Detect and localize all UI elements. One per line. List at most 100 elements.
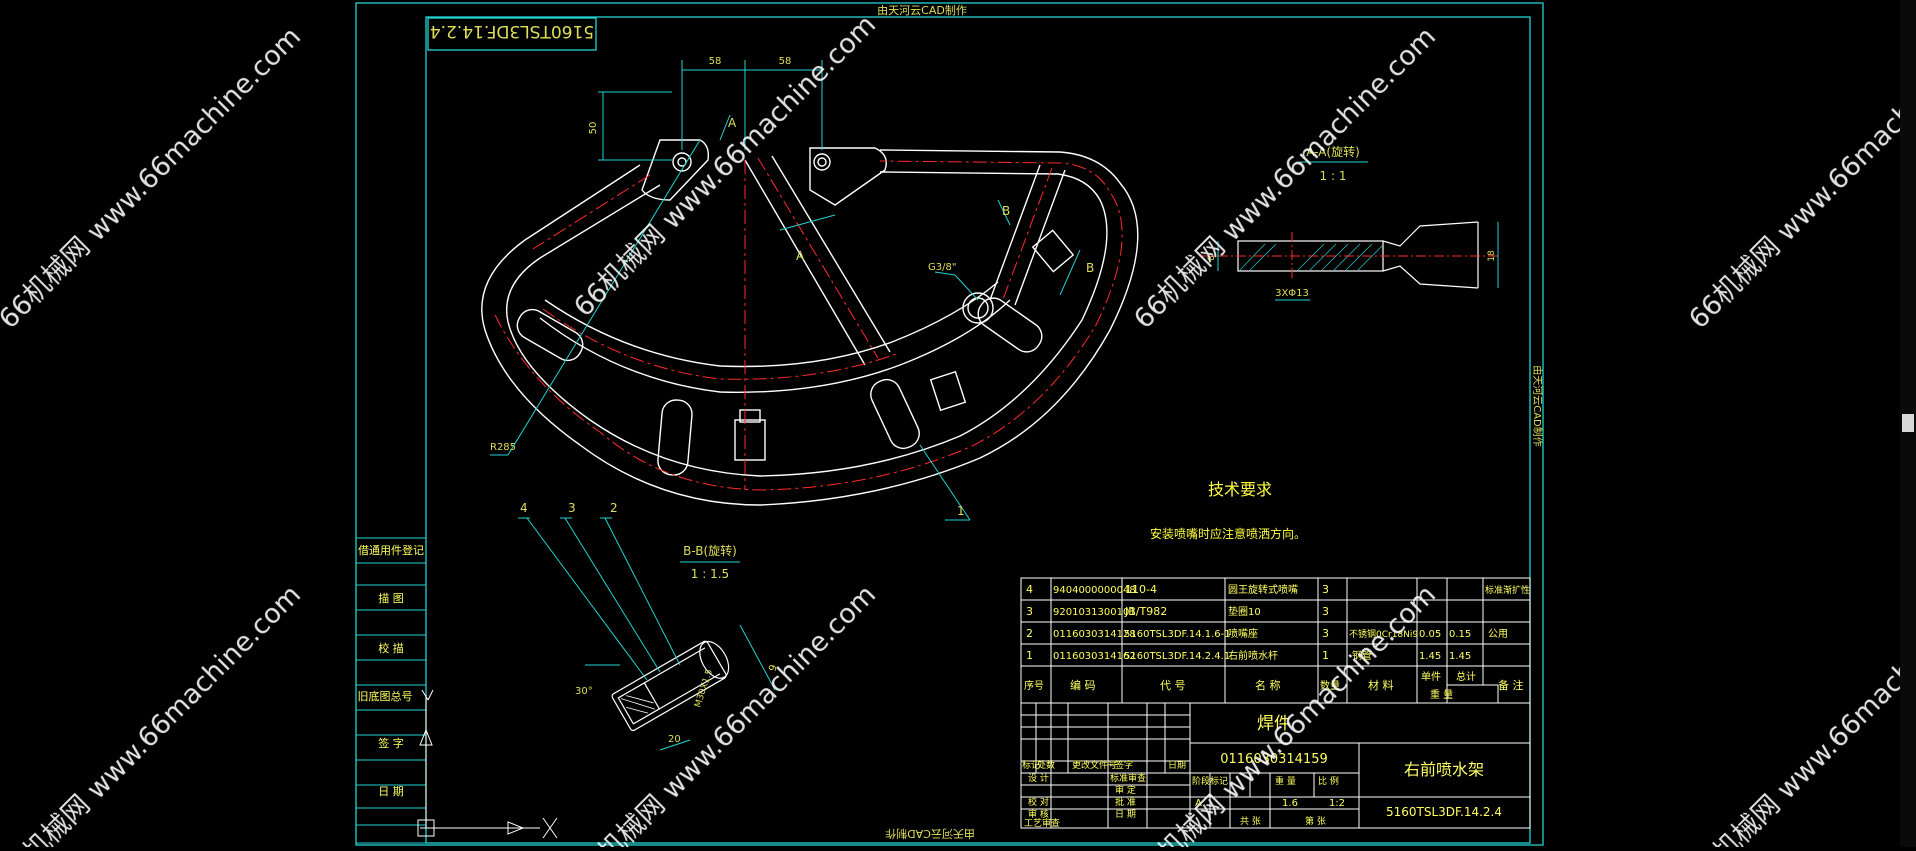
label-A-1: A — [728, 116, 737, 130]
side-cell-1: 描 图 — [378, 591, 404, 605]
dim-50: 50 — [588, 122, 599, 135]
tb-weight-lbl: 重 量 — [1275, 775, 1296, 787]
bom-code-2: 0116030314128 — [1053, 629, 1136, 640]
side-cell-4: 签 字 — [378, 736, 404, 750]
bom-qty-4: 3 — [1322, 583, 1329, 596]
side-cell-0: 借通用件登记 — [358, 543, 424, 557]
tb-scale-lbl: 比 例 — [1318, 775, 1339, 787]
bom-code-4: 9404000000048 — [1053, 585, 1136, 596]
vertical-scrollbar[interactable] — [1900, 0, 1916, 847]
aa-scale: 1 : 1 — [1320, 169, 1347, 183]
tb-mark: 标记 — [1022, 759, 1040, 771]
tb-count: 处数 — [1037, 759, 1055, 771]
bom-h-note: 备 注 — [1498, 678, 1524, 692]
watermarks: 66机械网 www.66machine.com 66机械网 www.66mach… — [0, 9, 1916, 851]
section-aa: A-A(旋转) 1 : 1 3XΦ13 8 18 — [1200, 144, 1500, 301]
tech-title: 技术要求 — [1208, 480, 1272, 499]
drawing-frame — [355, 2, 1544, 846]
tb-sheet: 第 张 — [1305, 815, 1326, 827]
watermark-8: 66机械网 www.66machine.com — [1683, 579, 1916, 847]
tb-review: 审 核 — [1028, 808, 1049, 820]
balloon-4: 4 — [520, 501, 528, 515]
bom-seq-1: 1 — [1026, 649, 1033, 662]
bom-name-1: 右前喷水杆 — [1228, 649, 1278, 662]
bom-h-weight: 重 量 — [1430, 688, 1453, 701]
bom-material-2: 不锈钢0Cr18Ni9 — [1349, 628, 1418, 640]
tb-std: 标准审查 — [1110, 772, 1146, 784]
main-view: 58 58 50 R285 G3/8" A A B B 1 — [481, 56, 1139, 521]
bom-total-1: 1.45 — [1449, 651, 1471, 662]
dim-18: 18 — [1487, 250, 1497, 262]
bom-h-total: 总计 — [1456, 670, 1476, 683]
bom-unit-2: 0.05 — [1419, 629, 1441, 640]
tb-date: 日期 — [1168, 760, 1186, 771]
tb-check: 校 对 — [1028, 796, 1049, 808]
bom-qty-2: 3 — [1322, 627, 1329, 640]
tb-design: 设 计 — [1028, 772, 1049, 784]
dim-r285: R285 — [490, 442, 516, 453]
dim-58-left: 58 — [709, 56, 722, 67]
bom-ref-3: JB/T982 — [1124, 605, 1167, 618]
tb-weight: 1.6 — [1282, 798, 1298, 809]
dim-9: 9 — [767, 663, 779, 672]
watermark-4: 66机械网 www.66machine.com — [1683, 21, 1916, 335]
tech-note: 安装喷嘴时应注意喷洒方向。 — [1150, 526, 1306, 541]
bom-name-2: 喷嘴座 — [1228, 627, 1258, 640]
side-table — [355, 537, 427, 844]
dim-58-right: 58 — [779, 56, 792, 67]
bom-h-code: 编 码 — [1070, 678, 1096, 692]
tb-sheets: 共 张 — [1240, 816, 1261, 827]
balloon-2: 2 — [610, 501, 618, 515]
bom-seq-4: 4 — [1026, 583, 1033, 596]
bom-h-material: 材 料 — [1368, 678, 1394, 692]
bom-ref-1: 5160TSL3DF.14.2.4.1 — [1124, 651, 1230, 662]
aa-title: A-A(旋转) — [1306, 144, 1360, 159]
dim-m30: M30X1.5 — [693, 668, 715, 709]
tb-number: 5160TSL3DF.14.2.4 — [1386, 805, 1502, 819]
bom-material-1: 钢管 — [1352, 649, 1372, 662]
bom-note-2: 公用 — [1488, 629, 1508, 640]
bom-code-1: 0116030314162 — [1053, 651, 1136, 662]
bom-qty-3: 3 — [1322, 605, 1329, 618]
watermark-2: 66机械网 www.66machine.com — [568, 9, 882, 323]
bom-ref-4: 110-4 — [1125, 583, 1157, 596]
bom-h-qty: 数量 — [1320, 679, 1340, 692]
bom-qty-1: 1 — [1322, 649, 1329, 662]
stamp-box: 5160TSL3DF.14.2.4 — [427, 17, 597, 51]
bom-code-3: 9201031300101 — [1053, 607, 1136, 618]
tb-code: 0116030314159 — [1220, 752, 1328, 767]
tb-approve2: 批 准 — [1115, 796, 1136, 808]
bb-title: B-B(旋转) — [683, 543, 737, 558]
tb-scale: 1:2 — [1329, 798, 1345, 809]
bom-seq-2: 2 — [1026, 627, 1033, 640]
watermark-5: 66机械网 www.66machine.com — [0, 579, 307, 847]
tb-stage: A — [1195, 798, 1202, 809]
bom-h-unit: 单件 — [1421, 671, 1441, 683]
tb-date2: 日 期 — [1115, 809, 1136, 820]
bom-h-seq: 序号 — [1024, 679, 1044, 692]
tb-name: 右前喷水架 — [1404, 760, 1484, 779]
dim-8: 8 — [1207, 255, 1217, 261]
bom-note-4: 标准渐扩性 — [1485, 584, 1530, 596]
bb-scale: 1 : 1.5 — [691, 567, 729, 581]
side-cell-3: 旧底图总号 — [358, 689, 413, 703]
credit-top: 由天河云CAD制作 — [877, 3, 967, 17]
label-B-1: B — [1002, 204, 1010, 218]
bom-total-2: 0.15 — [1449, 629, 1471, 640]
label-B-2: B — [1086, 261, 1094, 275]
side-cell-2: 校 描 — [378, 641, 404, 655]
balloon-1: 1 — [957, 504, 965, 518]
scroll-thumb[interactable] — [1902, 414, 1914, 432]
bom-h-name: 名 称 — [1255, 678, 1281, 692]
bom-name-4: 圆王旋转式喷嘴 — [1228, 583, 1298, 596]
tb-approve: 审 定 — [1115, 784, 1136, 796]
tb-sign: 签字 — [1115, 759, 1133, 771]
tb-process: 工艺审查 — [1024, 817, 1060, 829]
credit-bottom: 由天河云CAD制作 — [885, 827, 975, 841]
title-block-grid — [1020, 702, 1531, 829]
dim-3x13: 3XΦ13 — [1275, 288, 1309, 299]
watermark-1: 66机械网 www.66machine.com — [0, 21, 307, 335]
tb-stage-lbl: 阶段标记 — [1192, 775, 1228, 787]
tb-type: 焊件 — [1257, 714, 1291, 734]
